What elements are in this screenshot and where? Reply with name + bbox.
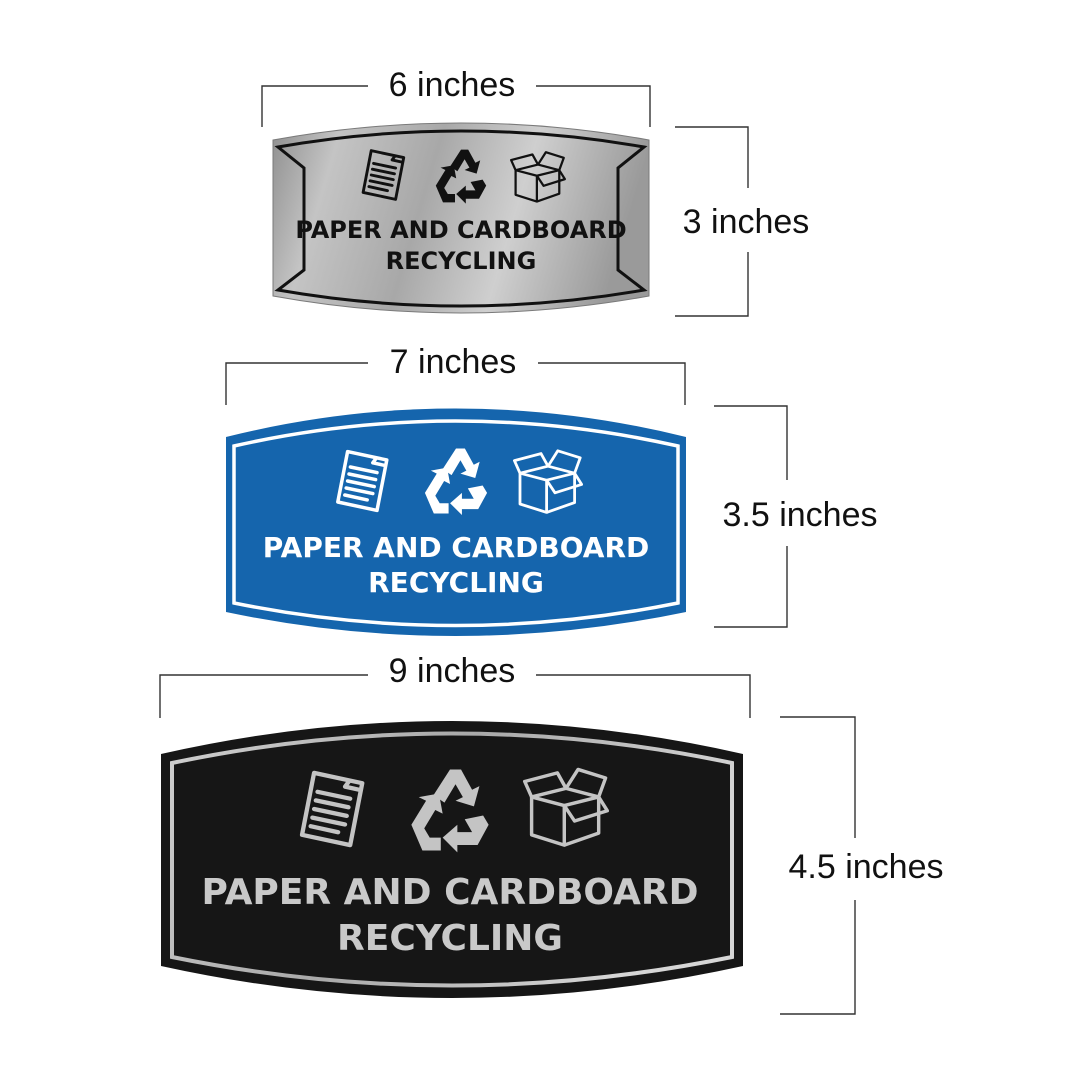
sign-text-line1: PAPER AND CARDBOARD bbox=[295, 216, 626, 244]
height-label: 4.5 inches bbox=[789, 848, 944, 886]
sign-text-line1: PAPER AND CARDBOARD bbox=[263, 531, 650, 564]
height-label: 3 inches bbox=[683, 203, 810, 241]
width-label: 7 inches bbox=[390, 343, 517, 381]
blue-sign-group: 7 inches 3.5 inches PAPER AND CARDBOARD … bbox=[225, 343, 878, 636]
height-dimension-3in bbox=[675, 126, 749, 317]
height-dimension-3-5in bbox=[714, 405, 788, 628]
sign-text-line1: PAPER AND CARDBOARD bbox=[201, 872, 698, 913]
height-dimension-4-5in bbox=[780, 716, 856, 1015]
blue-sign-border bbox=[232, 419, 680, 628]
height-label: 3.5 inches bbox=[723, 496, 878, 534]
width-dimension-6in bbox=[261, 85, 651, 127]
sign-text-line2: RECYCLING bbox=[368, 566, 544, 599]
silver-sign-border bbox=[274, 129, 648, 308]
width-label: 9 inches bbox=[389, 652, 516, 690]
silver-sign-group: 6 inches 3 inches PAPER AND CARDBOARD RE… bbox=[261, 66, 810, 317]
sign-text-line2: RECYCLING bbox=[386, 247, 537, 275]
black-sign-group: 9 inches 4.5 inches PAPER AND CARDBOARD … bbox=[159, 652, 944, 1015]
blue-sign-plate bbox=[226, 408, 686, 636]
width-dimension-9in bbox=[159, 674, 751, 718]
black-sign-border bbox=[170, 731, 734, 988]
width-dimension-7in bbox=[225, 362, 686, 405]
black-sign-plate bbox=[161, 721, 743, 998]
width-label: 6 inches bbox=[389, 66, 516, 104]
sign-text-line2: RECYCLING bbox=[337, 918, 563, 959]
